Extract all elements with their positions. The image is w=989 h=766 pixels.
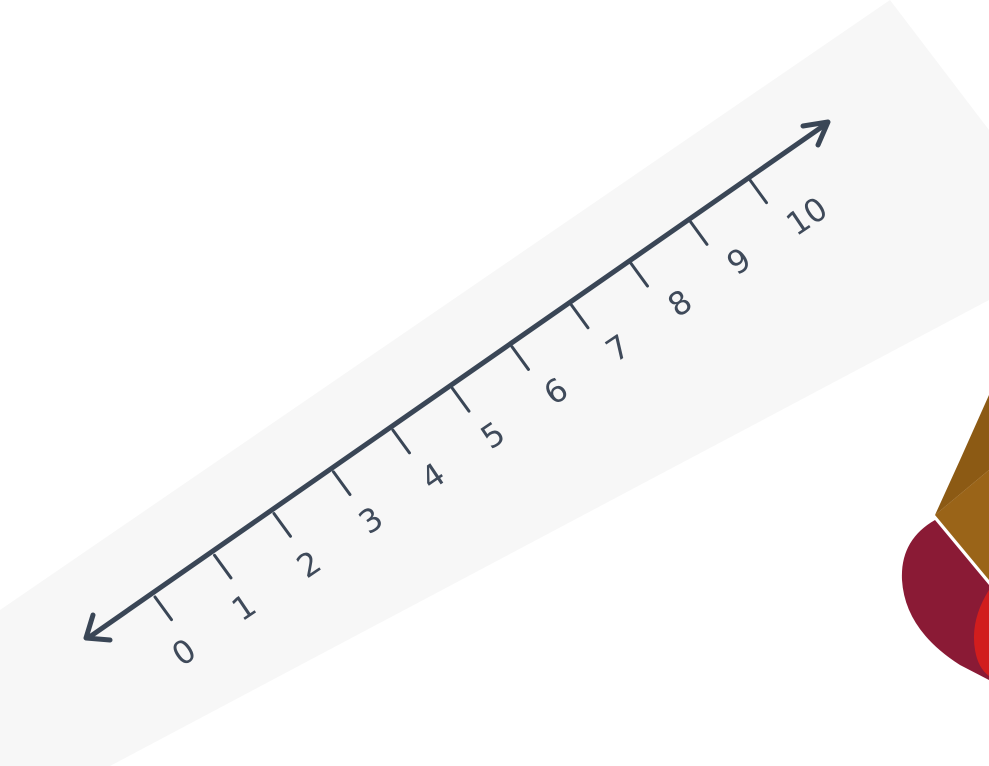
tick-mark-4 [391,428,411,455]
pencil-body-lower [935,470,989,580]
eraser-red [973,590,989,676]
pencil-eraser-icon [901,395,989,680]
tick-mark-10 [748,178,768,205]
tick-marks [153,178,768,622]
tick-mark-1 [213,553,233,580]
tick-mark-5 [451,387,471,413]
tick-mark-6 [510,345,530,371]
tick-mark-7 [570,303,590,330]
tick-mark-3 [332,470,352,497]
tick-mark-9 [689,220,709,246]
tick-mark-0 [153,595,173,622]
right-arrowhead-icon [800,119,831,148]
tick-mark-8 [629,261,649,288]
left-arrowhead-icon [83,612,113,643]
eraser-dark [901,520,989,680]
pencil-body [935,395,989,515]
number-line-axis [85,121,829,641]
tick-mark-2 [272,512,292,538]
